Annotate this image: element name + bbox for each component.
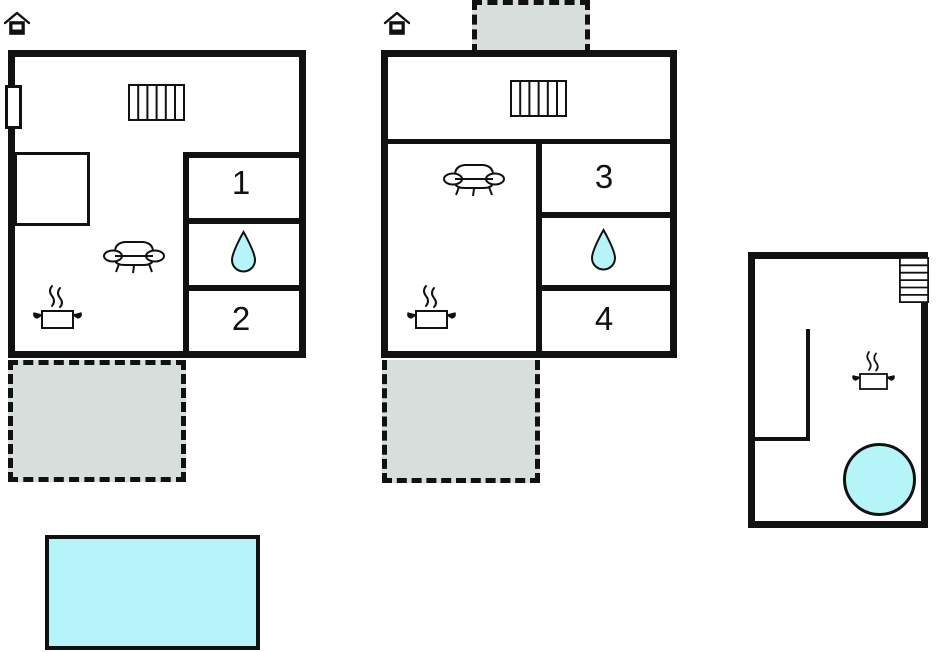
plan-1-divider-top xyxy=(183,152,299,158)
water-drop-icon xyxy=(230,230,257,274)
room-3-label: 3 xyxy=(594,158,614,195)
stairs-icon xyxy=(128,84,185,121)
plan-2-vertical-divider xyxy=(536,139,542,358)
stairs-icon xyxy=(510,80,567,117)
house-north-icon xyxy=(3,10,31,36)
sofa-icon xyxy=(443,159,505,197)
terrace xyxy=(8,360,186,482)
room-4-label: 4 xyxy=(594,300,614,337)
sofa-icon xyxy=(103,236,165,274)
plan-1-divider-mid-1 xyxy=(183,218,299,224)
stove-pot-icon xyxy=(850,350,897,392)
plan-2: 3 4 xyxy=(381,0,677,483)
window-icon xyxy=(5,85,22,129)
stairs-icon xyxy=(899,257,929,303)
room-2-label: 2 xyxy=(231,300,251,337)
house-north-icon xyxy=(383,10,411,36)
plan-2-divider-mid-2 xyxy=(536,285,677,291)
room-1-label: 1 xyxy=(231,164,251,201)
plan-3-partition-horizontal xyxy=(755,437,810,441)
stove-pot-icon xyxy=(405,284,458,331)
plan-1-divider-mid-2 xyxy=(183,285,299,291)
plan-1-closet-room xyxy=(14,152,90,226)
plan-3-partition-vertical xyxy=(806,329,810,441)
round-pool-icon xyxy=(843,443,916,516)
plan-1-vertical-divider xyxy=(183,152,189,358)
swimming-pool xyxy=(45,535,260,650)
terrace-bottom xyxy=(382,360,540,483)
terrace-top xyxy=(472,0,590,54)
plan-2-divider-mid-1 xyxy=(536,212,677,218)
plan-2-divider-horizontal xyxy=(381,139,677,144)
water-drop-icon xyxy=(590,228,617,272)
plan-2-outer-wall xyxy=(381,50,677,358)
stove-pot-icon xyxy=(31,284,84,331)
plan-1: 1 2 xyxy=(0,0,330,500)
